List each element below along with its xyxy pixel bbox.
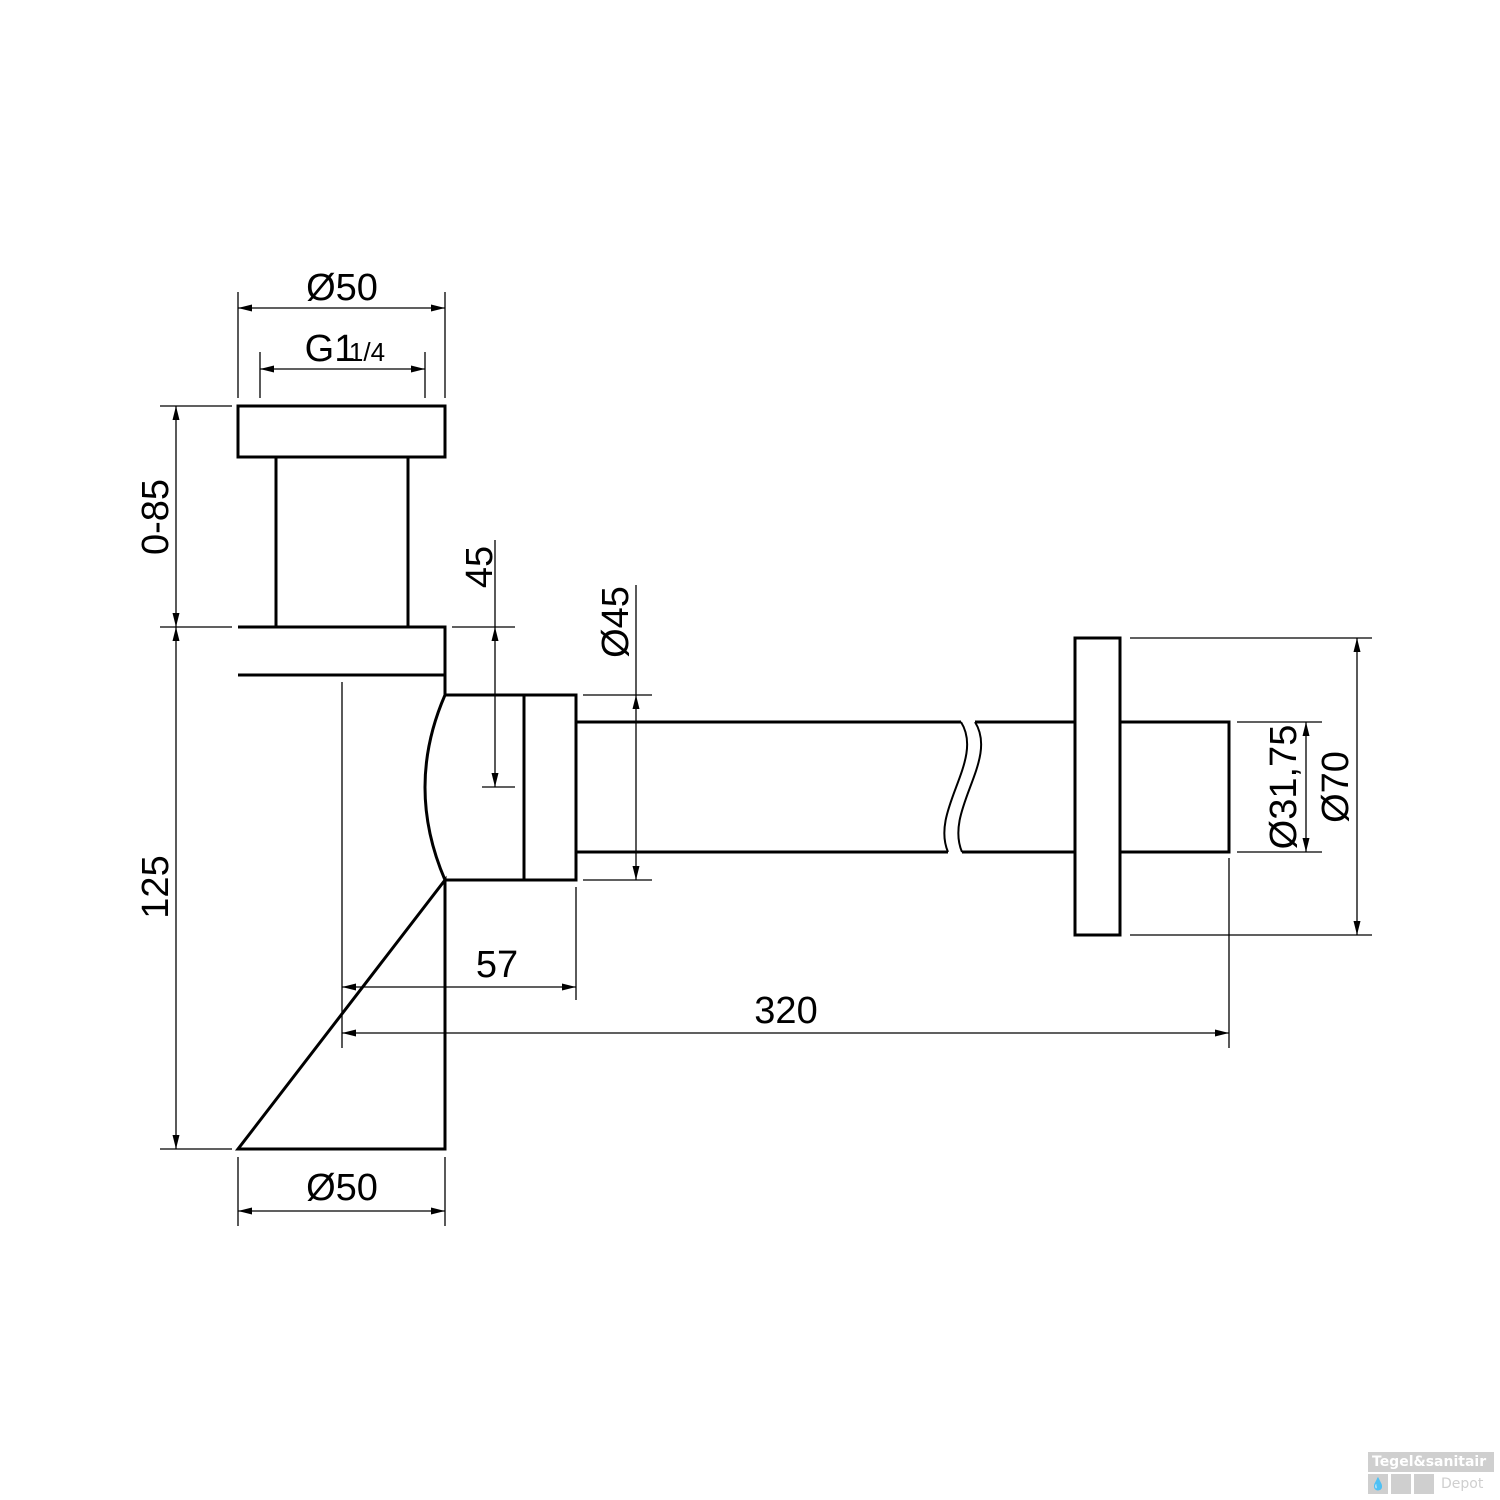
label-outlet-length: 57 xyxy=(476,944,518,986)
label-top-diameter: Ø50 xyxy=(306,267,378,309)
watermark-line2: Depot xyxy=(1441,1476,1484,1492)
top-cap xyxy=(236,404,447,459)
label-outlet-offset: 45 xyxy=(459,546,501,588)
dimensions: Ø50 G1 1/4 0-85 125 Ø50 45 Ø45 57 320 Ø3… xyxy=(135,267,1372,1226)
watermark-logo: Tegel&sanitair 💧 Depot xyxy=(1368,1452,1494,1494)
tile-icon xyxy=(1391,1474,1411,1494)
break-lines xyxy=(943,721,983,853)
tile-icon xyxy=(1414,1474,1434,1494)
label-total-length: 320 xyxy=(754,990,817,1032)
label-body-height: 125 xyxy=(135,855,177,918)
label-bottom-diameter: Ø50 xyxy=(306,1167,378,1209)
label-flange-diameter: Ø70 xyxy=(1315,751,1357,823)
outlet-nut xyxy=(423,693,578,882)
stem xyxy=(274,457,410,627)
wall-flange xyxy=(1073,636,1122,937)
label-pipe-diameter: Ø31,75 xyxy=(1263,725,1305,850)
label-thread-fraction: 1/4 xyxy=(349,337,385,367)
watermark-line1: Tegel&sanitair xyxy=(1368,1452,1494,1472)
drop-icon: 💧 xyxy=(1368,1474,1388,1494)
label-height-adjust: 0-85 xyxy=(135,479,177,555)
trap-body xyxy=(234,404,1231,1151)
outlet-pipe xyxy=(576,720,1075,854)
label-thread: G1 xyxy=(305,328,356,370)
pipe-end xyxy=(1120,720,1231,854)
label-outlet-diameter: Ø45 xyxy=(595,586,637,658)
